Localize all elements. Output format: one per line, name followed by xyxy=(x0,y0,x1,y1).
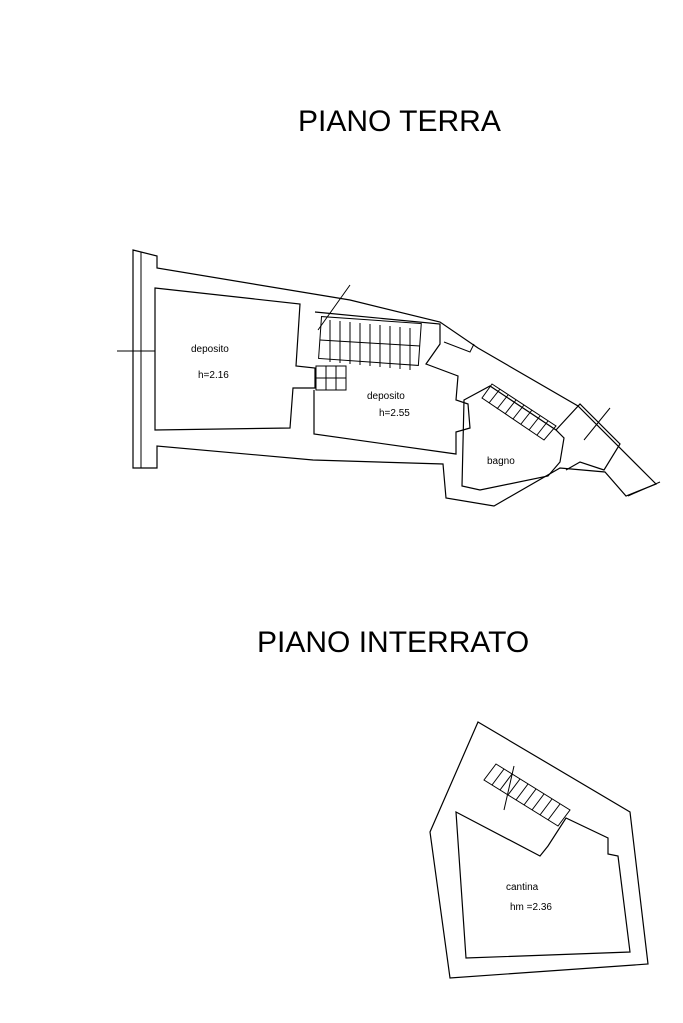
basement-floor-title: PIANO INTERRATO xyxy=(257,626,529,659)
ground-floor-title: PIANO TERRA xyxy=(298,105,501,138)
room-label-bagno: bagno xyxy=(487,456,515,467)
right-wall-end-line xyxy=(627,481,661,497)
room-label-deposito-2: deposito xyxy=(367,391,405,402)
room-label-deposito-1: deposito xyxy=(191,344,229,355)
basement-staircase xyxy=(483,763,571,827)
room-deposito-1-outline xyxy=(154,287,316,431)
room-bagno-outline xyxy=(461,385,565,491)
right-corridor-outline xyxy=(555,403,621,471)
basement-inner-wall xyxy=(455,810,631,959)
room-height-deposito-1: h=2.16 xyxy=(198,370,229,381)
room-height-deposito-2: h=2.55 xyxy=(379,408,410,419)
staircase-3 xyxy=(481,383,557,441)
basement-outer-wall xyxy=(429,721,649,979)
landing-detail xyxy=(443,341,475,353)
ground-outer-wall xyxy=(132,249,658,507)
room-label-cantina: cantina xyxy=(506,882,539,893)
right-entrance-line xyxy=(583,407,611,441)
room-height-cantina: hm =2.36 xyxy=(510,902,552,913)
staircase-1 xyxy=(317,284,422,370)
room-deposito-2-outline xyxy=(313,311,471,455)
basement-floor-plan: cantina hm =2.36 xyxy=(429,721,649,979)
ground-floor-plan: deposito h=2.16 deposito h=2.55 bagno xyxy=(117,249,661,507)
staircase-2 xyxy=(315,365,347,391)
